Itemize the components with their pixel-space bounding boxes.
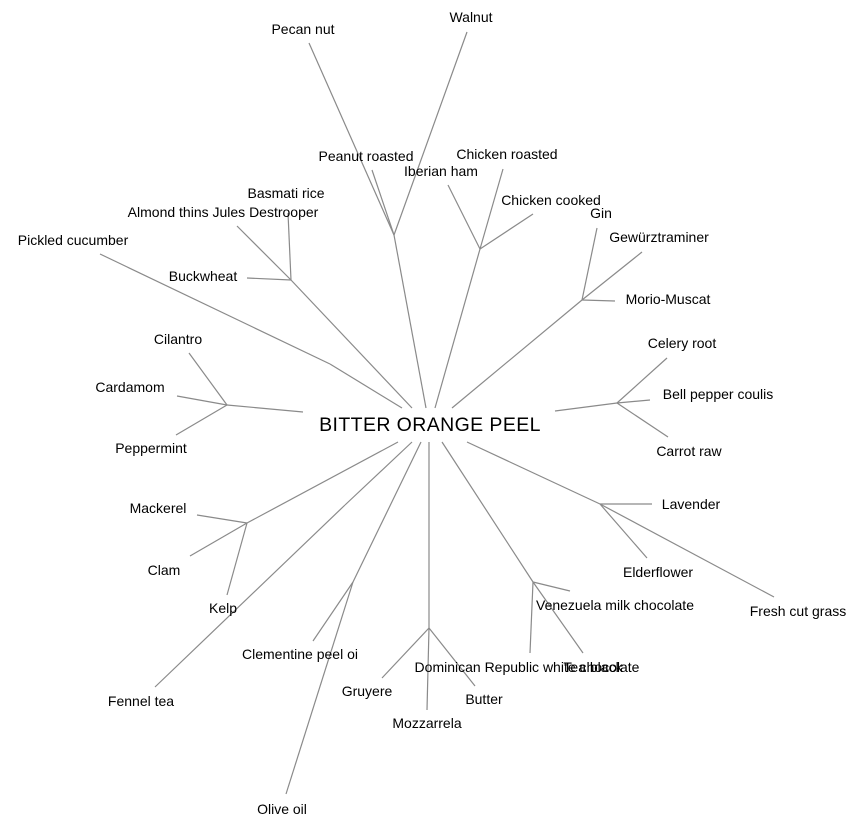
leaf-label: Tea black <box>563 659 623 675</box>
leaf-edge <box>308 42 395 236</box>
leaf-label: Clam <box>148 562 181 578</box>
leaf-label: Venezuela milk chocolate <box>536 597 694 613</box>
leaf-edge <box>581 251 643 301</box>
leaf-edge <box>426 627 430 711</box>
leaf-edge <box>246 277 292 281</box>
edges-layer <box>99 31 775 795</box>
leaf-label: Fennel tea <box>108 693 174 709</box>
leaf-edge <box>236 225 292 281</box>
branch-edge <box>246 441 399 524</box>
leaf-edge <box>532 581 571 592</box>
leaf-label: Kelp <box>209 600 237 616</box>
leaf-edge <box>479 168 504 250</box>
leaf-edge <box>616 399 651 404</box>
leaf-label: Lavender <box>662 496 721 512</box>
leaf-edge <box>581 227 598 301</box>
leaf-label: Buckwheat <box>169 268 238 284</box>
leaf-label: Gin <box>590 205 612 221</box>
leaf-edge <box>381 627 430 679</box>
branch-edge <box>329 363 403 409</box>
leaf-edge <box>532 581 584 654</box>
branch-edge <box>434 248 481 409</box>
leaf-edge <box>371 169 395 236</box>
leaf-label: Chicken cooked <box>501 192 601 208</box>
leaf-edge <box>599 503 775 598</box>
leaf-edge <box>154 504 346 688</box>
leaf-edge <box>428 627 476 687</box>
leaf-label: Cardamom <box>95 379 164 395</box>
branch-edge <box>466 441 601 505</box>
leaf-label: Olive oil <box>257 801 307 817</box>
leaf-label: Mackerel <box>130 500 187 516</box>
leaf-label: Celery root <box>648 335 717 351</box>
branch-edge <box>226 404 304 413</box>
leaf-edge <box>393 31 468 236</box>
leaf-label: Cilantro <box>154 331 202 347</box>
leaf-label: Chicken roasted <box>456 146 557 162</box>
branch-edge <box>393 234 427 409</box>
leaf-edge <box>616 402 669 438</box>
leaf-label: Butter <box>465 691 503 707</box>
leaf-label: Clementine peel oi <box>242 646 358 662</box>
branch-edge <box>451 299 583 409</box>
leaf-edge <box>529 581 534 654</box>
leaf-edge <box>226 522 248 596</box>
leaf-label: Pecan nut <box>271 21 334 37</box>
leaf-edge <box>99 253 331 365</box>
leaf-edge <box>312 581 354 642</box>
leaf-label: Elderflower <box>623 564 693 580</box>
leaf-edge <box>176 395 228 406</box>
leaf-label: Peppermint <box>115 440 187 456</box>
branch-edge <box>290 279 413 409</box>
leaf-edge <box>285 581 354 795</box>
leaf-label: Almond thins Jules Destrooper <box>128 204 319 220</box>
leaf-label: Gewürztraminer <box>609 229 709 245</box>
leaf-label: Carrot raw <box>656 443 722 459</box>
leaf-edge <box>479 213 534 250</box>
branch-edge <box>554 402 618 412</box>
leaf-edge <box>447 184 481 250</box>
leaf-label: Dominican Republic white chocolate <box>415 659 640 675</box>
leaf-label: Basmati rice <box>247 185 324 201</box>
leaf-edge <box>196 514 248 524</box>
leaf-edge <box>599 503 648 559</box>
leaf-label: Morio-Muscat <box>626 291 711 307</box>
leaf-label: Pickled cucumber <box>18 232 129 248</box>
root-label: BITTER ORANGE PEEL <box>319 414 541 436</box>
leaf-label: Bell pepper coulis <box>663 386 774 402</box>
leaf-label: Walnut <box>449 9 492 25</box>
leaf-label: Fresh cut grass <box>750 603 846 619</box>
leaf-edge <box>287 212 292 281</box>
leaf-label: Gruyere <box>342 683 393 699</box>
leaf-edge <box>188 352 228 406</box>
leaf-edge <box>581 299 616 302</box>
leaf-edge <box>175 404 228 436</box>
leaf-edge <box>189 522 248 557</box>
leaf-label: Peanut roasted <box>319 148 414 164</box>
leaf-label: Iberian ham <box>404 163 478 179</box>
branch-edge <box>352 441 422 583</box>
branch-edge <box>441 441 534 583</box>
branch-edge <box>344 441 413 506</box>
leaf-label: Mozzarrela <box>392 715 461 731</box>
leaf-edge <box>616 357 668 404</box>
